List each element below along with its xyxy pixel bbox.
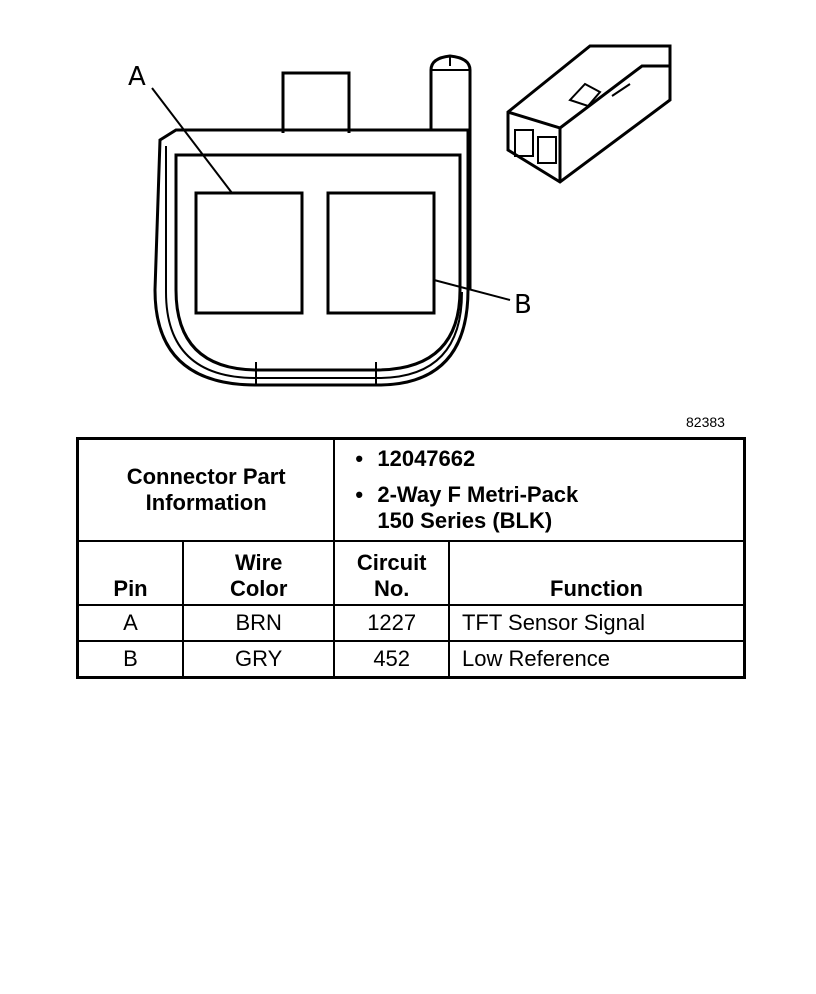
cell-wire-color: GRY: [182, 640, 336, 679]
callout-a-label: A: [128, 62, 146, 92]
cell-wire-color: BRN: [182, 604, 336, 642]
callout-b-leader: [433, 279, 511, 301]
header-function: Function: [447, 540, 746, 606]
bullet-icon: •: [355, 482, 364, 507]
cell-pin: B: [76, 640, 185, 679]
table-row: A BRN 1227 TFT Sensor Signal: [76, 604, 746, 642]
callout-a-leader: [151, 87, 233, 194]
callout-b-label: B: [514, 290, 532, 320]
cavity-a: [194, 191, 304, 315]
connector-table: Connector Part Information • 12047662 • …: [76, 437, 746, 679]
part-number: 12047662: [377, 446, 476, 471]
cavity-b: [326, 191, 436, 315]
connector-info-row: Connector Part Information • 12047662 • …: [76, 437, 746, 542]
info-label-line2: Information: [145, 490, 267, 515]
connector-diagram: [151, 44, 672, 387]
connector-info-details: • 12047662 • 2-Way F Metri-Pack 150 Seri…: [333, 437, 746, 542]
figure-id: 82383: [686, 414, 725, 430]
header-circuit: Circuit No.: [333, 540, 450, 606]
cell-circuit: 1227: [333, 604, 450, 642]
connector-info-label: Connector Part Information: [76, 437, 336, 542]
header-row: Pin Wire Color Circuit No. Function: [76, 540, 746, 606]
info-label-line1: Connector Part: [126, 464, 286, 489]
description-line2: 150 Series (BLK): [377, 508, 553, 533]
table-row: B GRY 452 Low Reference: [76, 640, 746, 679]
connector-isometric: [506, 44, 672, 184]
bullet-icon: •: [355, 446, 364, 471]
header-pin: Pin: [76, 540, 185, 606]
connector-face: [153, 54, 472, 387]
cell-function: TFT Sensor Signal: [447, 604, 746, 642]
cell-function: Low Reference: [447, 640, 746, 679]
part-number-item: • 12047662: [355, 446, 733, 472]
cell-pin: A: [76, 604, 185, 642]
header-wire-color: Wire Color: [182, 540, 336, 606]
description-line1: 2-Way F Metri-Pack: [377, 482, 579, 507]
cell-circuit: 452: [333, 640, 450, 679]
description-item: • 2-Way F Metri-Pack 150 Series (BLK): [355, 482, 733, 534]
